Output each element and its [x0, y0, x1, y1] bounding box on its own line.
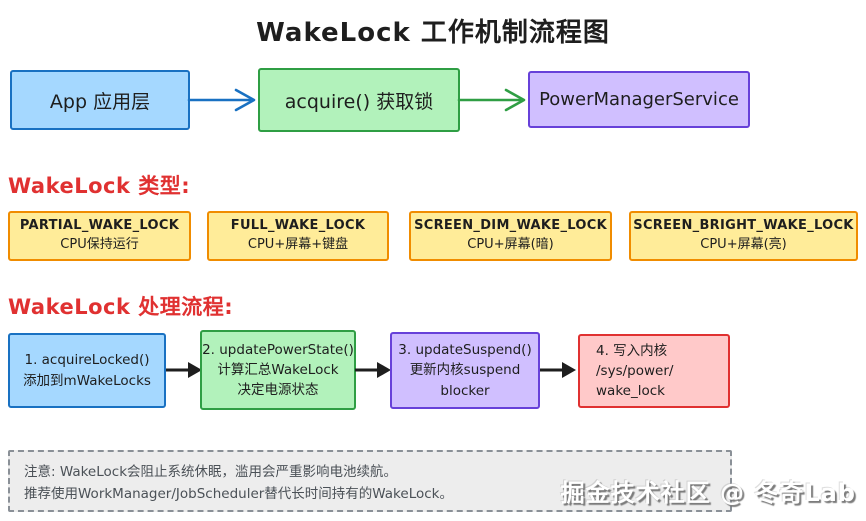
step-line: blocker — [440, 382, 490, 399]
watermark: 掘金技术社区 @ 冬奇Lab — [560, 479, 856, 507]
type-name: SCREEN_BRIGHT_WAKE_LOCK — [633, 218, 854, 234]
node-app-layer: App 应用层 — [10, 70, 190, 130]
note-box: 注意: WakeLock会阻止系统休眠，滥用会严重影响电池续航。 推荐使用Wor… — [8, 450, 732, 512]
process-section-heading: WakeLock 处理流程: — [8, 295, 234, 319]
step-line: 3. updateSuspend() — [398, 342, 532, 359]
step-card-write-kernel: 4. 写入内核 /sys/power/ wake_lock — [578, 334, 730, 408]
type-desc: CPU+屏幕+键盘 — [247, 237, 349, 252]
note-line: 推荐使用WorkManager/JobScheduler替代长时间持有的Wake… — [24, 486, 453, 503]
type-name: PARTIAL_WAKE_LOCK — [19, 218, 180, 234]
step-line: 4. 写入内核 — [596, 342, 668, 359]
node-app-layer-label: App 应用层 — [49, 90, 151, 113]
type-desc: CPU+屏幕(暗) — [467, 237, 554, 252]
types-section-heading: WakeLock 类型: — [8, 174, 191, 198]
step-line: 1. acquireLocked() — [24, 352, 150, 369]
node-power-manager-service: PowerManagerService — [528, 71, 750, 128]
step-line: 决定电源状态 — [237, 382, 319, 399]
step-line: 2. updatePowerState() — [202, 341, 354, 358]
note-line: 注意: WakeLock会阻止系统休眠，滥用会严重影响电池续航。 — [24, 464, 398, 480]
type-desc: CPU+屏幕(亮) — [700, 237, 787, 252]
step-line: wake_lock — [596, 383, 665, 400]
step-card-acquire-locked: 1. acquireLocked() 添加到mWakeLocks — [8, 333, 166, 408]
arrow-step2-to-step3-icon — [355, 362, 391, 378]
type-card-partial: PARTIAL_WAKE_LOCK CPU保持运行 — [8, 211, 191, 261]
type-name: SCREEN_DIM_WAKE_LOCK — [414, 218, 607, 234]
step-line: 更新内核suspend — [409, 362, 521, 379]
type-card-full: FULL_WAKE_LOCK CPU+屏幕+键盘 — [207, 211, 389, 261]
page-title: WakeLock 工作机制流程图 — [256, 18, 610, 48]
arrow-step1-to-step2-icon — [166, 362, 202, 378]
type-desc: CPU保持运行 — [60, 237, 139, 252]
node-acquire-label: acquire() 获取锁 — [284, 90, 434, 113]
type-card-screen-dim: SCREEN_DIM_WAKE_LOCK CPU+屏幕(暗) — [409, 211, 612, 261]
step-line: 计算汇总WakeLock — [217, 361, 339, 378]
step-line: 添加到mWakeLocks — [23, 372, 151, 389]
node-power-manager-service-label: PowerManagerService — [539, 89, 739, 110]
type-card-screen-bright: SCREEN_BRIGHT_WAKE_LOCK CPU+屏幕(亮) — [629, 211, 858, 261]
step-line: /sys/power/ — [596, 362, 674, 379]
type-name: FULL_WAKE_LOCK — [230, 218, 366, 234]
step-card-update-suspend: 3. updateSuspend() 更新内核suspend blocker — [390, 332, 540, 409]
node-acquire: acquire() 获取锁 — [258, 68, 460, 132]
arrow-step3-to-step4-icon — [540, 362, 576, 378]
step-card-update-power-state: 2. updatePowerState() 计算汇总WakeLock 决定电源状… — [200, 330, 356, 410]
arrow-acquire-to-pms-icon — [457, 88, 526, 112]
arrow-app-to-acquire-icon — [187, 88, 256, 112]
